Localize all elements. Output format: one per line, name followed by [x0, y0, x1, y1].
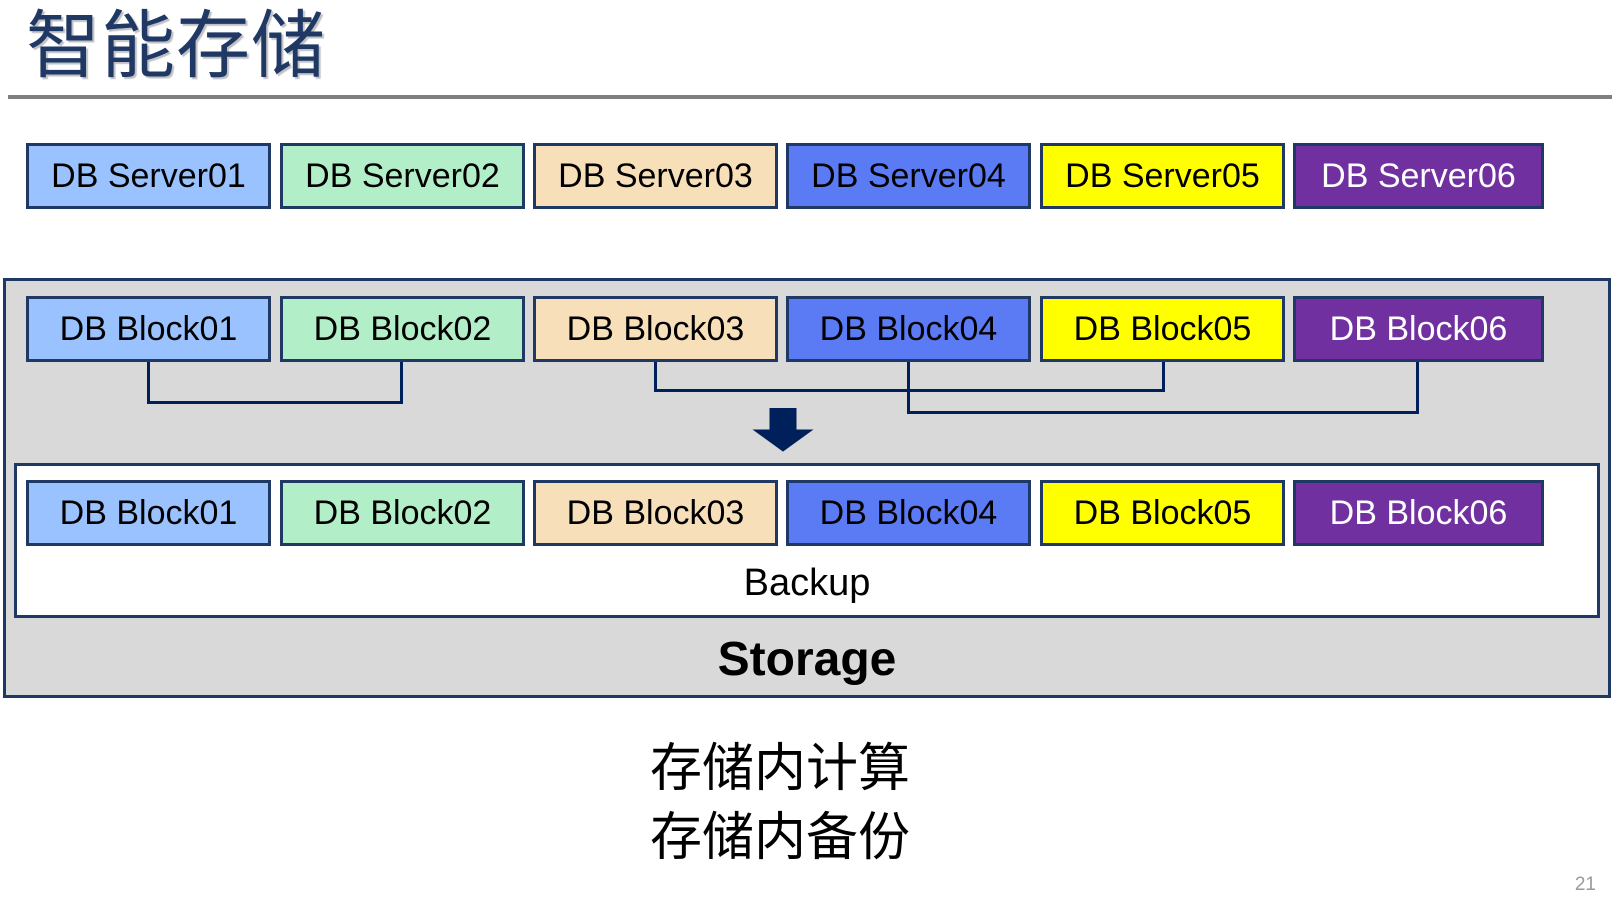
db-block-box-label: DB Block06 [1329, 310, 1508, 348]
connector-block04-06-join [907, 411, 1419, 414]
backup-block-box-5: DB Block05 [1040, 480, 1285, 546]
footer-line-2: 存储内备份 [649, 809, 910, 868]
db-block-box-label: DB Block05 [1073, 310, 1252, 348]
backup-block-box-label: DB Block06 [1329, 494, 1508, 532]
db-server-box-1: DB Server01 [26, 143, 271, 209]
backup-block-box-1: DB Block01 [26, 480, 271, 546]
db-block-box-2: DB Block02 [280, 296, 525, 362]
db-server-box-2: DB Server02 [280, 143, 525, 209]
db-block-box-6: DB Block06 [1293, 296, 1544, 362]
backup-block-box-2: DB Block02 [280, 480, 525, 546]
db-block-box-1: DB Block01 [26, 296, 271, 362]
backup-block-box-label: DB Block02 [313, 494, 492, 532]
db-server-box-label: DB Server02 [305, 157, 500, 195]
connector-block01-02-join [147, 401, 403, 404]
connector-block02-drop [400, 362, 403, 404]
title-divider [8, 95, 1612, 99]
page-number: 21 [1574, 874, 1596, 895]
db-server-box-label: DB Server01 [51, 157, 246, 195]
db-server-box-label: DB Server05 [1065, 157, 1260, 195]
backup-block-box-4: DB Block04 [786, 480, 1031, 546]
down-arrow-icon [752, 407, 814, 452]
backup-block-box-label: DB Block01 [59, 494, 238, 532]
db-server-box-6: DB Server06 [1293, 143, 1544, 209]
db-server-box-label: DB Server06 [1321, 157, 1516, 195]
db-server-box-label: DB Server04 [811, 157, 1006, 195]
storage-label: Storage [717, 633, 897, 686]
db-server-box-4: DB Server04 [786, 143, 1031, 209]
db-server-box-label: DB Server03 [558, 157, 753, 195]
db-block-box-label: DB Block03 [566, 310, 745, 348]
db-block-box-label: DB Block04 [819, 310, 998, 348]
db-block-box-label: DB Block01 [59, 310, 238, 348]
connector-block04-drop [907, 362, 910, 414]
backup-block-box-label: DB Block05 [1073, 494, 1252, 532]
connector-block01-drop [147, 362, 150, 404]
footer-line-1: 存储内计算 [649, 740, 910, 798]
db-block-box-label: DB Block02 [313, 310, 492, 348]
backup-block-box-label: DB Block03 [566, 494, 745, 532]
connector-block03-drop [654, 362, 657, 392]
db-block-box-4: DB Block04 [786, 296, 1031, 362]
db-server-box-5: DB Server05 [1040, 143, 1285, 209]
db-block-box-5: DB Block05 [1040, 296, 1285, 362]
connector-block05-drop [1162, 362, 1165, 392]
footer-text: 存储内计算 存储内备份 [0, 735, 1560, 873]
backup-block-box-label: DB Block04 [819, 494, 998, 532]
page-title: 智能存储 [26, 4, 326, 87]
db-server-box-3: DB Server03 [533, 143, 778, 209]
backup-block-box-3: DB Block03 [533, 480, 778, 546]
backup-block-box-6: DB Block06 [1293, 480, 1544, 546]
backup-label: Backup [743, 562, 871, 604]
db-block-box-3: DB Block03 [533, 296, 778, 362]
connector-block06-drop [1416, 362, 1419, 414]
